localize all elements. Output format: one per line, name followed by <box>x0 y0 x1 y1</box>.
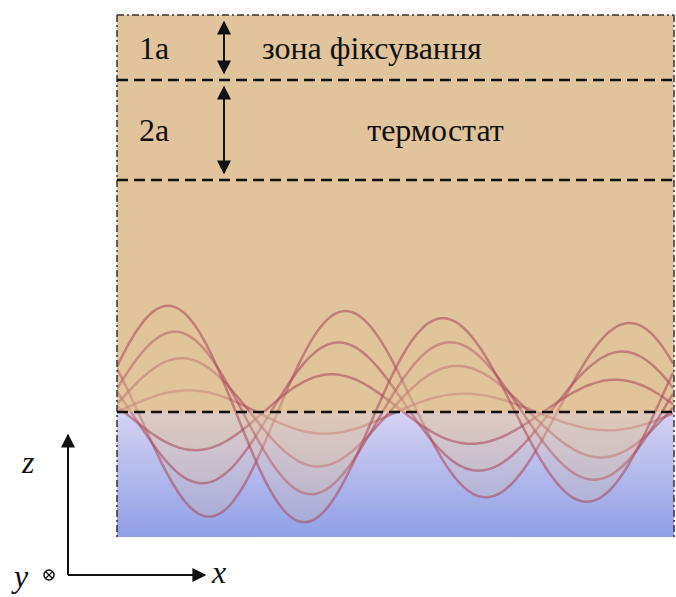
thickness-arrow <box>223 22 225 73</box>
into-page-symbol <box>44 570 54 580</box>
axis-arrow <box>68 574 205 576</box>
zone-name: зона фіксування <box>262 32 482 64</box>
box-border <box>117 15 674 537</box>
wave-fill <box>117 306 673 522</box>
axis-label: y <box>14 560 28 592</box>
wave-curve <box>117 306 673 522</box>
thickness-arrow <box>223 87 225 173</box>
surface-waves <box>117 306 673 522</box>
axis-label: z <box>22 446 34 478</box>
thickness-label: 1a <box>139 32 169 64</box>
zone-band: 2a термостат <box>117 80 674 180</box>
axis-arrow <box>67 435 69 575</box>
axis-label: x <box>212 556 226 588</box>
thickness-label: 2a <box>139 114 169 146</box>
boundary-lines <box>117 80 674 412</box>
zone-band: 1a зона фіксування <box>117 15 674 80</box>
zone-name: термостат <box>367 114 504 146</box>
